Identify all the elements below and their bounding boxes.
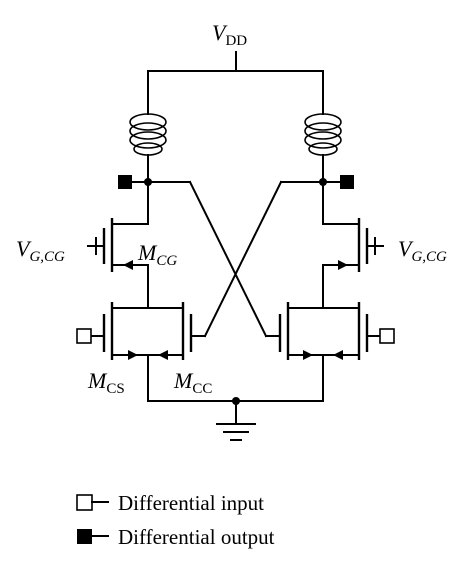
m-cs-label: MCS — [87, 368, 125, 397]
input-marker-right-icon — [379, 328, 395, 344]
output-node-left — [118, 175, 152, 189]
output-marker-right-icon — [340, 175, 354, 189]
vdd-label: VDD — [212, 20, 247, 49]
ground-connection — [147, 397, 324, 424]
vg-cg-right-label: VG,CG — [398, 236, 447, 265]
output-node-right — [319, 175, 354, 189]
legend-output-label: Differential output — [118, 525, 275, 549]
legend-output: Differential output — [77, 525, 275, 549]
hollow-square-icon — [76, 494, 93, 511]
transistor-m-cs-m-cc-left — [76, 302, 195, 402]
transistor-m-cg-left — [87, 181, 149, 309]
vdd-rail — [147, 51, 324, 115]
legend-input-label: Differential input — [118, 491, 264, 515]
inductor-left-icon — [129, 113, 167, 183]
legend-input: Differential input — [76, 491, 264, 515]
filled-square-icon — [77, 529, 92, 544]
vg-cg-left-label: VG,CG — [16, 236, 65, 265]
output-marker-left-icon — [118, 175, 132, 189]
legend: Differential input Differential output — [76, 491, 275, 549]
transistor-m-cs-m-cc-right — [276, 302, 395, 402]
ground-icon — [216, 423, 256, 441]
input-marker-left-icon — [76, 328, 92, 344]
transistor-m-cg-right — [322, 181, 384, 309]
cross-coupling-wires — [147, 180, 324, 338]
inductor-right-icon — [304, 113, 342, 183]
m-cc-label: MCC — [173, 368, 212, 397]
m-cg-label: MCG — [137, 240, 177, 269]
